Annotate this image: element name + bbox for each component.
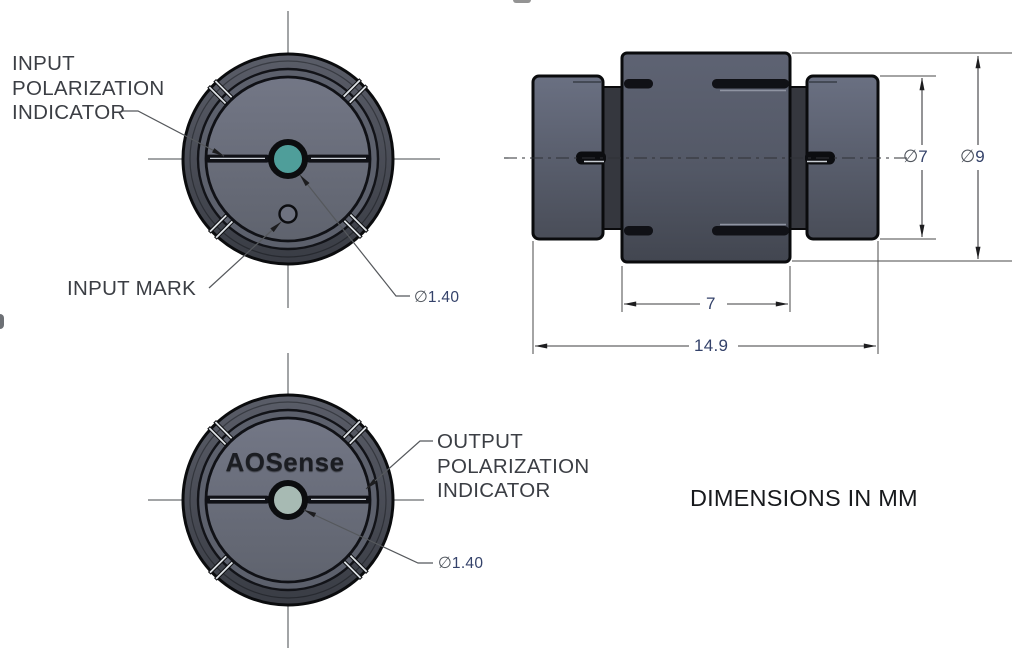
input-polarization-slot — [205, 154, 371, 163]
body-length-dimension: 7 — [706, 295, 716, 312]
front-chamfer-circle — [189, 60, 387, 258]
label-line: INPUT — [12, 52, 75, 75]
input-mark-circle — [278, 204, 298, 224]
dimension-value: 14.9 — [694, 336, 729, 355]
front-rim-notches — [207, 78, 369, 240]
body-diameter-dimension: ∅9 — [960, 146, 986, 166]
dimension-lines — [534, 55, 981, 349]
dimensions-note: DIMENSIONS IN MM — [690, 485, 918, 511]
label-line: POLARIZATION — [12, 76, 165, 100]
cropped-text-artifact-top — [513, 0, 531, 3]
cap-diameter-dimension: ∅7 — [903, 146, 929, 166]
front-view — [148, 11, 440, 308]
cropped-mark-artifact-left — [0, 314, 4, 329]
dimension-value: 9 — [975, 147, 986, 166]
output-polarization-indicator-label: OUTPUT POLARIZATION INDICATOR — [437, 430, 589, 504]
diameter-symbol: ∅ — [414, 289, 428, 306]
leader-input-aperture-dim — [299, 174, 410, 297]
diameter-symbol: ∅ — [903, 146, 919, 166]
diameter-symbol: ∅ — [438, 555, 452, 572]
bottom-view — [148, 353, 424, 648]
body-groove-slots — [624, 79, 789, 236]
label-line: INDICATOR — [12, 101, 126, 124]
label-line: INDICATOR — [437, 479, 551, 502]
brand-engraving: AOSense — [225, 447, 345, 477]
leader-input-mark — [208, 221, 282, 289]
diameter-symbol: ∅ — [960, 146, 976, 166]
dimension-value: 1.40 — [427, 289, 460, 306]
bottom-rim-notches — [207, 419, 369, 581]
dimension-value: 1.40 — [451, 555, 484, 572]
input-polarization-indicator-label: INPUT POLARIZATION INDICATOR — [12, 52, 164, 126]
input-aperture — [268, 139, 308, 179]
leader-output-polarization — [365, 440, 433, 490]
side-view — [504, 51, 1012, 354]
output-polarization-slot — [205, 495, 371, 504]
extension-lines — [532, 52, 1012, 354]
output-aperture — [268, 480, 308, 520]
leader-input-polarization — [123, 110, 225, 157]
label-line: OUTPUT — [437, 430, 524, 453]
input-mark-label: INPUT MARK — [67, 277, 197, 300]
dimension-value: 7 — [706, 294, 716, 313]
output-aperture-dimension: ∅1.40 — [438, 555, 483, 572]
dimension-value: 7 — [918, 147, 929, 166]
leader-output-aperture-dim — [303, 509, 433, 564]
label-line: POLARIZATION — [437, 454, 590, 478]
overall-length-dimension: 14.9 — [694, 337, 728, 354]
bottom-chamfer-circle — [189, 401, 387, 599]
leader-lines — [123, 110, 433, 564]
input-aperture-dimension: ∅1.40 — [414, 289, 459, 306]
